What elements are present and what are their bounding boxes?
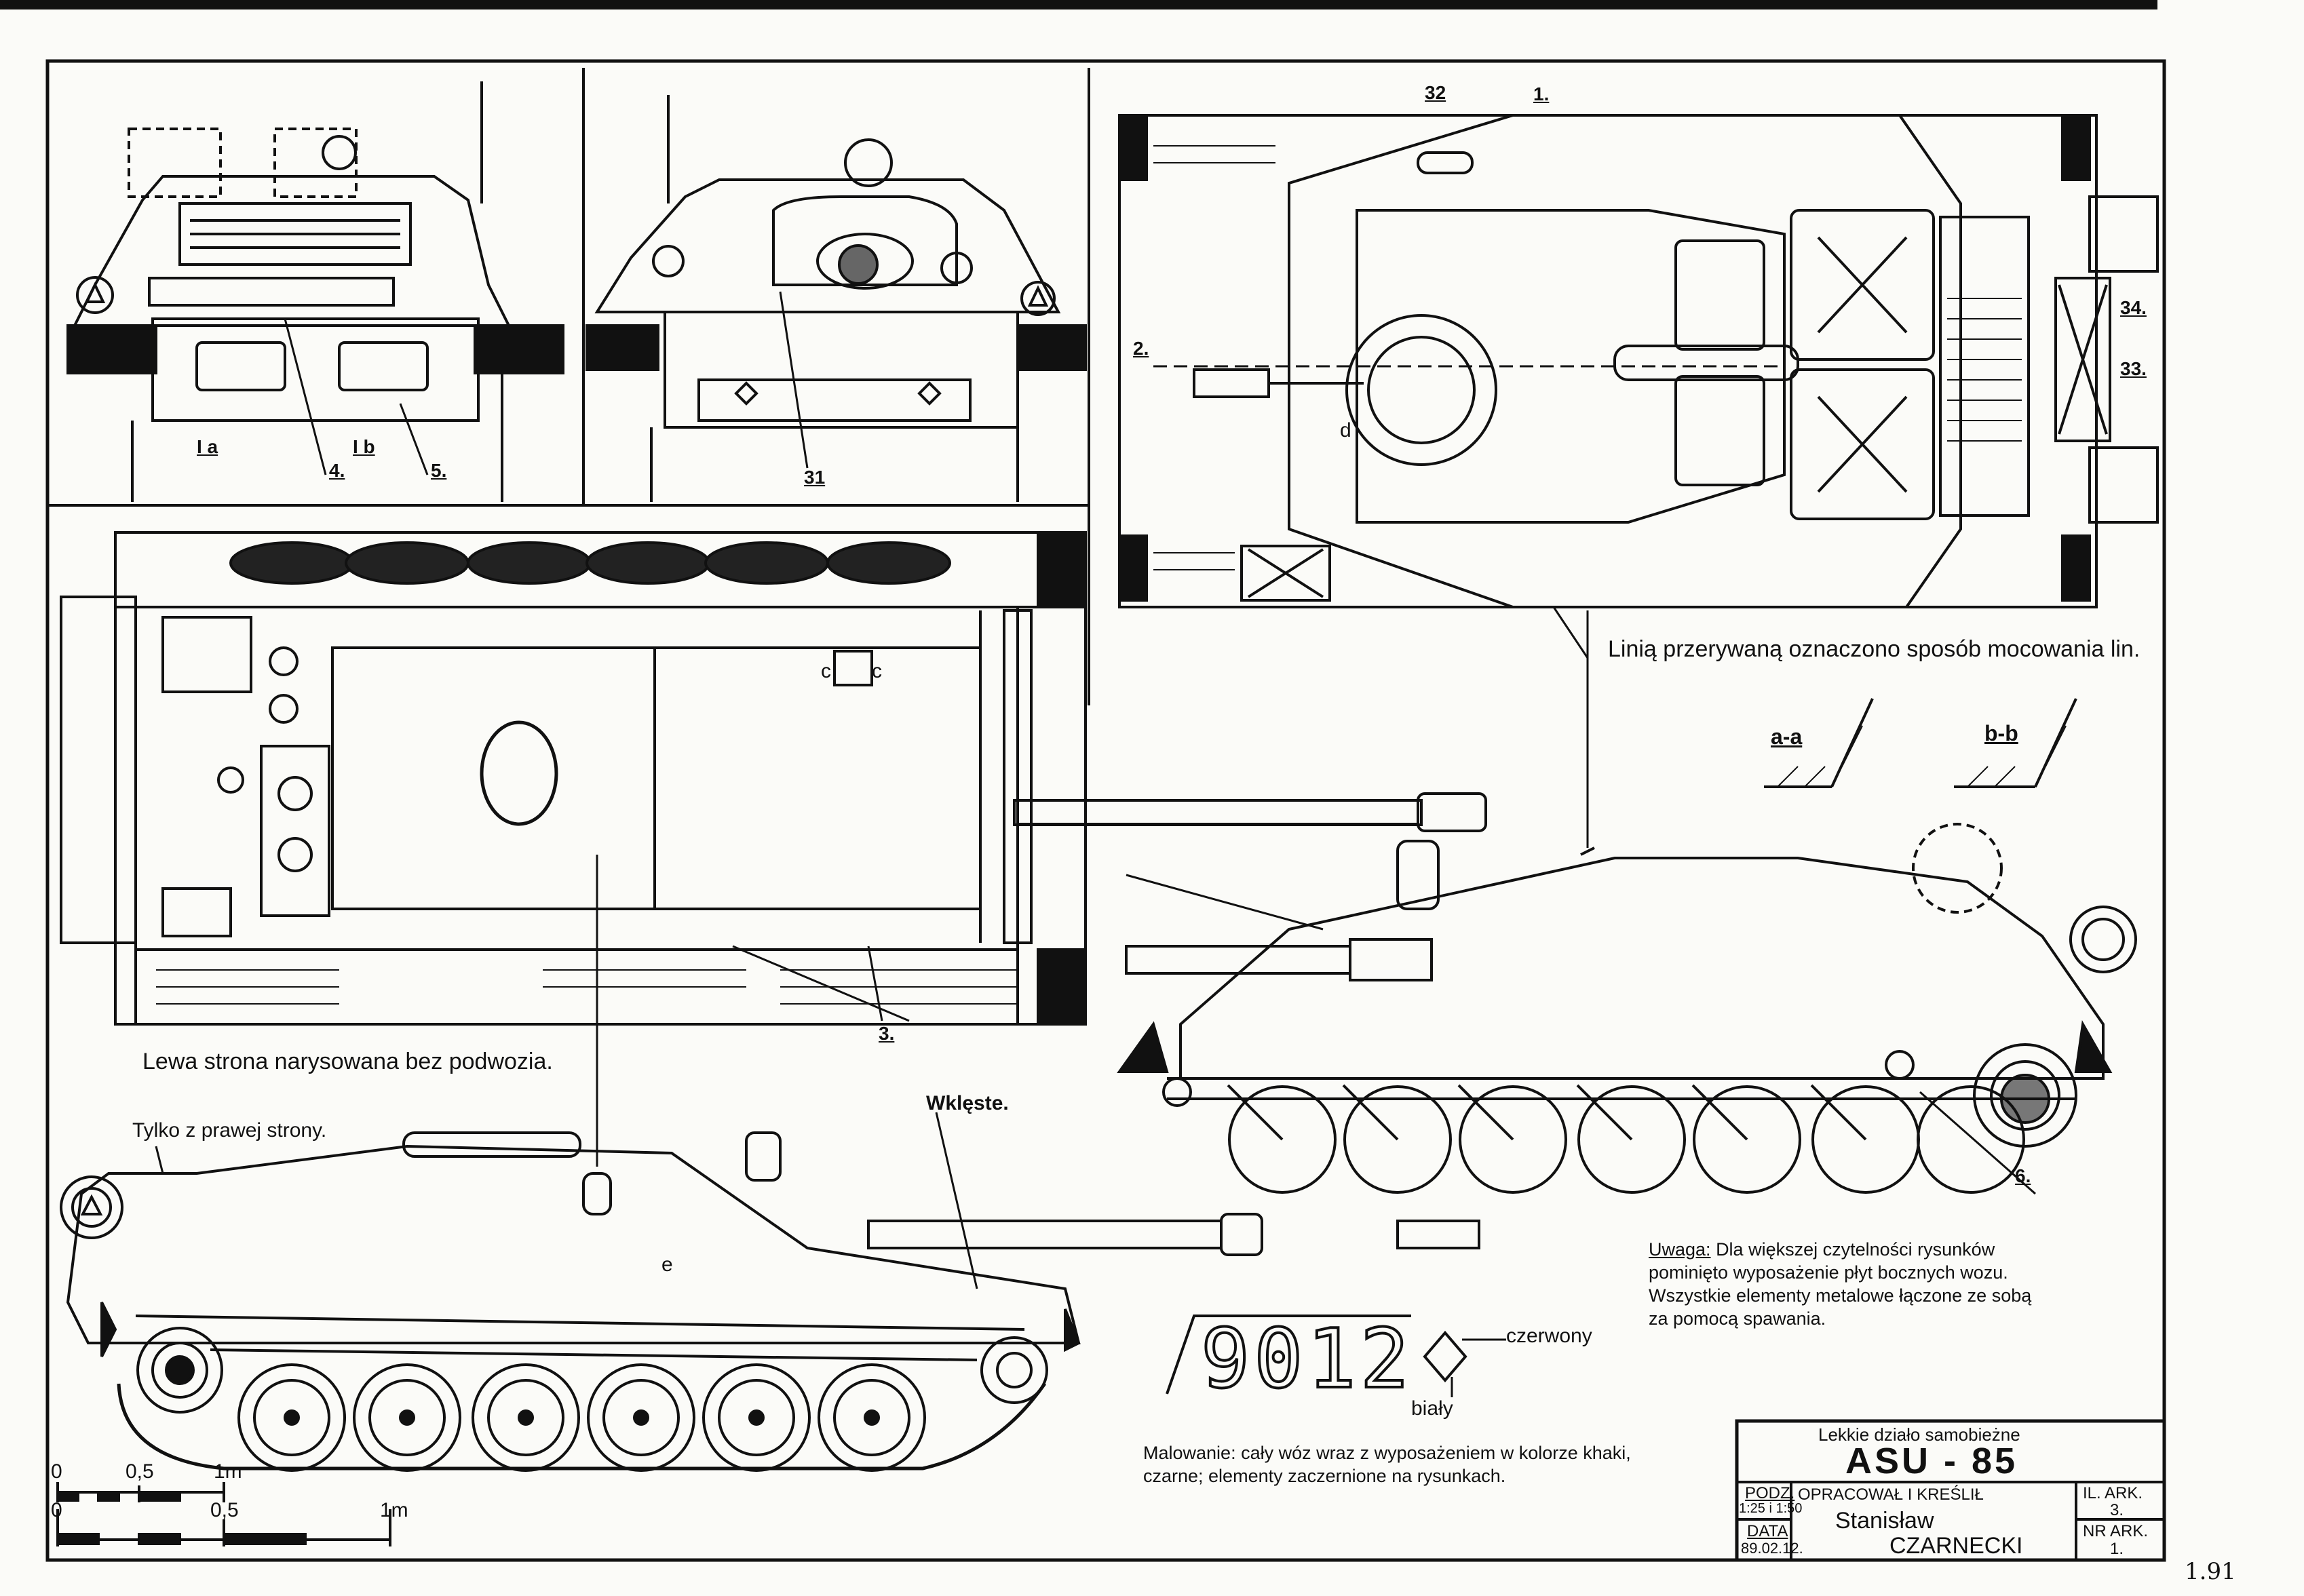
note-remark-body: Dla większej czytelności rysunków pomini… [1649,1239,2032,1329]
section-label-bb: b-b [1984,721,2018,745]
title-scale-label: PODZ. [1745,1484,1795,1502]
title-scale-value: 1:25 i 1:50 [1739,1501,1803,1516]
callout-34: 34. [2120,297,2147,318]
callout-6: 6. [2015,1165,2031,1186]
callout-1: 1. [1533,83,1550,104]
title-sheets-label: IL. ARK. [2083,1484,2143,1502]
number-marking [1166,1315,1506,1397]
callout-4: 4. [329,460,345,481]
callout-c-left: c [821,660,831,682]
section-bb-detail [1954,698,2077,788]
scale-top-half: 0,5 [126,1460,154,1483]
title-author-first: Stanisław [1835,1508,1934,1534]
top-view [1118,114,2159,848]
title-date-label: DATA [1747,1522,1788,1540]
title-subtitle: Lekkie działo samobieżne [1818,1424,2020,1445]
scale-bar-bottom [56,1509,391,1546]
callout-c-right: c [872,660,882,682]
title-block [1735,1419,2166,1562]
title-sheet-no-label: NR ARK. [2083,1522,2149,1540]
title-sheet-no-value: 1. [2110,1540,2124,1558]
callout-d: d [1340,419,1351,442]
right-side-view [1013,799,2137,1195]
front-view [585,95,1087,502]
section-label-aa: a-a [1771,724,1803,749]
title-date-value: 89.02.12. [1741,1540,1803,1557]
callout-5: 5. [431,460,447,481]
title-main: ASU - 85 [1845,1441,2018,1481]
section-aa-detail [1764,698,1874,788]
title-author-last: CZARNECKI [1889,1533,2023,1559]
marking-color-white: biały [1411,1397,1453,1420]
marking-color-red: czerwony [1506,1325,1592,1347]
plan-view [60,531,1487,1167]
note-left-side: Lewa strona narysowana bez podwozia. [142,1049,553,1074]
scale-bottom-one: 1m [380,1499,408,1521]
note-dashed-line: Linią przerywaną oznaczono sposób mocowa… [1608,636,2140,662]
note-painting: Malowanie: cały wóz wraz z wyposażeniem … [1143,1443,1631,1486]
left-side-view [60,1112,1480,1472]
callout-la: I a [197,436,218,457]
scale-bottom-half: 0,5 [210,1499,239,1521]
scale-top-zero: 0 [51,1460,62,1483]
callout-31: 31 [804,467,826,488]
note-remark-lead: Uwaga: [1649,1239,1711,1260]
callout-lb: I b [353,436,375,457]
drawing-border [45,59,2166,1562]
scale-top-one: 1m [214,1460,242,1483]
title-sheets-value: 3. [2110,1501,2124,1519]
note-concave: Wklęste. [926,1092,1009,1114]
note-right-only: Tylko z prawej strony. [132,1119,327,1142]
marking-number: 9012 [1199,1312,1413,1407]
callout-2: 2. [1133,338,1149,359]
title-author-label: OPRACOWAŁ I KREŚLIŁ [1798,1485,1984,1504]
scale-bottom-zero: 0 [51,1499,62,1521]
note-remark: Uwaga: Dla większej czytelności rysunków… [1649,1238,2056,1330]
callout-e: e [661,1253,673,1276]
callout-3: 3. [879,1023,895,1044]
callout-33: 33. [2120,358,2147,379]
rear-view [66,81,564,502]
corner-mark: 1.91 [2185,1558,2236,1585]
callout-32: 32 [1425,82,1446,103]
scale-bar-top [56,1482,225,1502]
